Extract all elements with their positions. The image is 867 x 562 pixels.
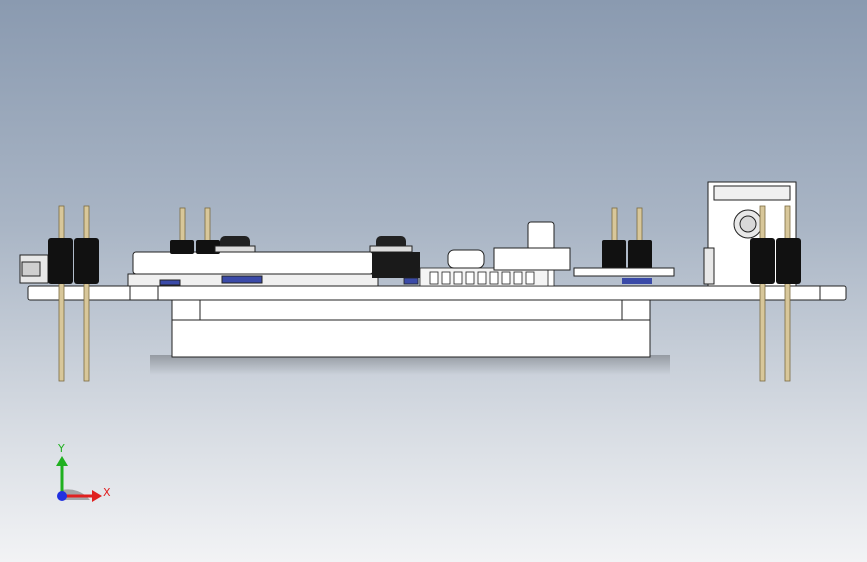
right-mid-pin-header: [573, 207, 675, 284]
module-pin-header: [170, 207, 220, 254]
smd-components-row: [403, 267, 555, 287]
lower-enclosure: [171, 299, 651, 358]
main-pcb: [27, 285, 847, 301]
triad-y-label: Y: [58, 442, 65, 455]
triad-x-label: X: [103, 486, 111, 499]
push-button-2: [369, 236, 420, 278]
triad-y-arrow-icon: [56, 456, 68, 466]
top-module-board: [127, 251, 379, 287]
right-pin-header: [750, 205, 801, 382]
triad-z-axis-icon: [57, 491, 67, 501]
slide-switch: [493, 221, 571, 271]
left-pin-header: [48, 205, 99, 382]
left-side-connector: [19, 254, 49, 284]
coordinate-triad: [56, 456, 102, 502]
triad-x-arrow-icon: [92, 490, 102, 502]
round-component: [447, 249, 485, 269]
push-button-1: [214, 236, 256, 253]
model-shadow: [150, 355, 670, 375]
